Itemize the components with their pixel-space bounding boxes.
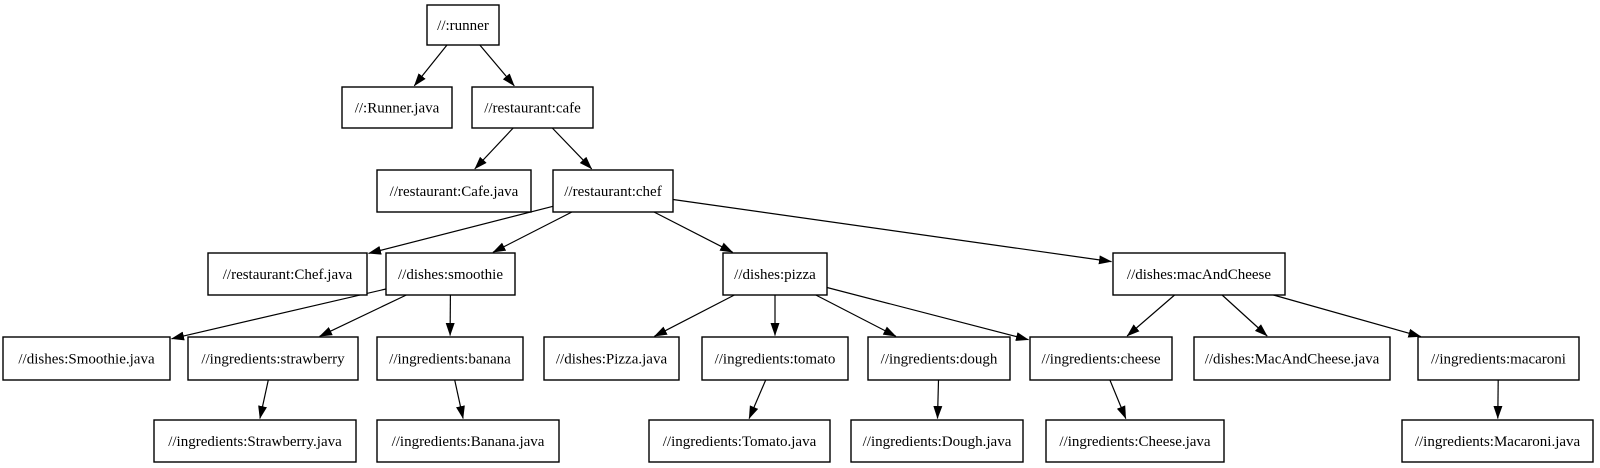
graph-node-mac_and_cheese: //dishes:macAndCheese — [1112, 252, 1286, 296]
node-box-mac_and_cheese — [1112, 252, 1286, 296]
node-label-cafe: //restaurant:cafe — [484, 101, 581, 117]
graph-edge-smoothie-to-smoothie_java — [171, 288, 387, 341]
node-label-runner_java: //:Runner.java — [355, 101, 440, 117]
graph-edge-chef-to-mac_and_cheese — [672, 198, 1112, 265]
node-label-dough_java: //ingredients:Dough.java — [863, 434, 1012, 450]
graph-node-smoothie_java: //dishes:Smoothie.java — [2, 336, 171, 381]
graph-node-banana: //ingredients:banana — [376, 336, 524, 381]
graph-node-macaroni_java: //ingredients:Macaroni.java — [1401, 419, 1594, 463]
graph-edge-runner-to-runner_java — [413, 44, 448, 87]
graph-edge-cheese-to-cheese_java — [1109, 379, 1127, 420]
graph-node-tomato_java: //ingredients:Tomato.java — [648, 419, 831, 463]
graph-node-cafe_java: //restaurant:Cafe.java — [376, 169, 532, 213]
graph-node-cafe: //restaurant:cafe — [471, 86, 594, 129]
graph-edge-cafe-to-cafe_java — [474, 127, 514, 170]
node-box-strawberry_java — [153, 419, 357, 463]
graph-node-cheese_java: //ingredients:Cheese.java — [1045, 419, 1225, 463]
edges-layer — [171, 44, 1503, 420]
node-box-mac_and_cheese_java — [1193, 336, 1391, 381]
graph-edge-mac_and_cheese-to-cheese — [1126, 294, 1175, 337]
node-box-macaroni — [1417, 336, 1580, 381]
node-box-macaroni_java — [1401, 419, 1594, 463]
node-box-cafe_java — [376, 169, 532, 213]
node-box-smoothie_java — [2, 336, 171, 381]
node-label-mac_and_cheese: //dishes:macAndCheese — [1127, 267, 1271, 283]
node-label-chef: //restaurant:chef — [564, 184, 661, 200]
node-label-macaroni_java: //ingredients:Macaroni.java — [1415, 434, 1581, 450]
node-label-cheese_java: //ingredients:Cheese.java — [1059, 434, 1211, 450]
graph-node-mac_and_cheese_java: //dishes:MacAndCheese.java — [1193, 336, 1391, 381]
nodes-layer: //:runner //:Runner.java //restaurant:cafe… — [2, 4, 1594, 463]
node-box-cheese_java — [1045, 419, 1225, 463]
graph-node-tomato: //ingredients:tomato — [701, 336, 849, 381]
node-box-tomato_java — [648, 419, 831, 463]
node-box-dough — [867, 336, 1011, 381]
node-label-banana_java: //ingredients:Banana.java — [392, 434, 545, 450]
node-label-smoothie: //dishes:smoothie — [398, 267, 503, 283]
graph-node-strawberry_java: //ingredients:Strawberry.java — [153, 419, 357, 463]
node-box-banana_java — [376, 419, 560, 463]
graph-edge-pizza-to-dough — [815, 294, 897, 337]
node-box-runner — [426, 4, 500, 46]
node-label-banana: //ingredients:banana — [389, 352, 511, 368]
node-label-tomato: //ingredients:tomato — [715, 352, 836, 368]
node-label-pizza: //dishes:pizza — [734, 267, 816, 283]
node-label-runner: //:runner — [437, 18, 489, 34]
node-box-chef — [552, 169, 674, 213]
graph-edge-pizza-to-cheese — [826, 286, 1029, 341]
graph-node-runner: //:runner — [426, 4, 500, 46]
node-box-chef_java — [207, 252, 368, 296]
graph-node-dough: //ingredients:dough — [867, 336, 1011, 381]
node-label-smoothie_java: //dishes:Smoothie.java — [18, 352, 155, 368]
node-box-smoothie — [385, 252, 516, 296]
graph-node-macaroni: //ingredients:macaroni — [1417, 336, 1580, 381]
node-box-pizza_java — [543, 336, 680, 381]
graph-node-cheese: //ingredients:cheese — [1029, 336, 1173, 381]
node-box-tomato — [701, 336, 849, 381]
graph-node-strawberry: //ingredients:strawberry — [187, 336, 359, 381]
node-label-tomato_java: //ingredients:Tomato.java — [663, 434, 817, 450]
graph-edge-strawberry-to-strawberry_java — [258, 379, 269, 419]
graph-node-chef_java: //restaurant:Chef.java — [207, 252, 368, 296]
node-label-cheese: //ingredients:cheese — [1041, 352, 1160, 368]
node-label-chef_java: //restaurant:Chef.java — [223, 267, 353, 283]
node-box-runner_java — [341, 86, 453, 129]
node-box-dough_java — [850, 419, 1024, 463]
graph-edge-tomato-to-tomato_java — [748, 379, 767, 420]
graph-edge-cafe-to-chef — [551, 127, 593, 170]
node-label-mac_and_cheese_java: //dishes:MacAndCheese.java — [1205, 352, 1380, 368]
graph-node-pizza: //dishes:pizza — [722, 252, 828, 296]
node-box-banana — [376, 336, 524, 381]
graph-node-pizza_java: //dishes:Pizza.java — [543, 336, 680, 381]
node-label-pizza_java: //dishes:Pizza.java — [556, 352, 668, 368]
graph-edge-mac_and_cheese-to-macaroni — [1273, 294, 1422, 338]
graph-edge-mac_and_cheese-to-mac_and_cheese_java — [1221, 294, 1268, 337]
node-box-strawberry — [187, 336, 359, 381]
graph-node-smoothie: //dishes:smoothie — [385, 252, 516, 296]
graph-edge-pizza-to-pizza_java — [653, 294, 735, 337]
node-box-cafe — [471, 86, 594, 129]
graph-edge-chef-to-smoothie — [492, 211, 573, 253]
node-label-strawberry: //ingredients:strawberry — [201, 352, 345, 368]
graph-edge-runner-to-cafe — [479, 44, 515, 87]
node-label-dough: //ingredients:dough — [881, 352, 998, 368]
node-label-macaroni: //ingredients:macaroni — [1431, 352, 1566, 368]
graph-edge-dough-to-dough_java — [933, 379, 943, 419]
node-box-pizza — [722, 252, 828, 296]
node-label-cafe_java: //restaurant:Cafe.java — [390, 184, 519, 200]
graph-node-chef: //restaurant:chef — [552, 169, 674, 213]
graph-edge-smoothie-to-strawberry — [319, 294, 407, 337]
graph-edge-chef-to-pizza — [653, 211, 734, 253]
node-box-cheese — [1029, 336, 1173, 381]
graph-edge-chef-to-chef_java — [368, 205, 554, 255]
graph-node-runner_java: //:Runner.java — [341, 86, 453, 129]
node-label-strawberry_java: //ingredients:Strawberry.java — [168, 434, 342, 450]
graph-edge-banana-to-banana_java — [454, 379, 465, 419]
graph-node-banana_java: //ingredients:Banana.java — [376, 419, 560, 463]
graph-node-dough_java: //ingredients:Dough.java — [850, 419, 1024, 463]
